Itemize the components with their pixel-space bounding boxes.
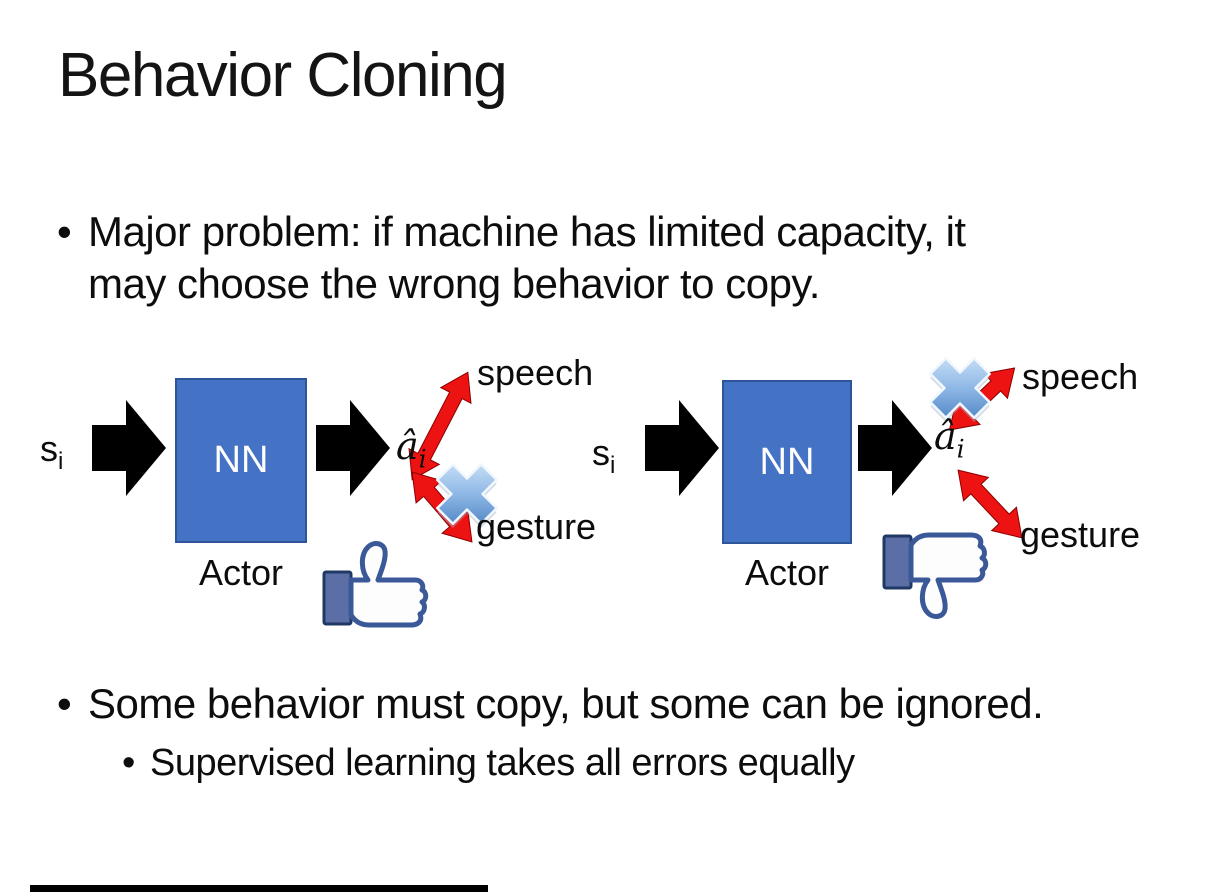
bullet-marker: • bbox=[57, 680, 72, 727]
action-label: âi bbox=[934, 414, 965, 464]
bullet-some-behavior: • Some behavior must copy, but some can … bbox=[57, 678, 1044, 730]
bullet-major-problem: • Major problem: if machine has limited … bbox=[57, 206, 966, 310]
nn-box: NN bbox=[175, 378, 307, 543]
thumbs-down-icon bbox=[882, 532, 989, 619]
state-label: si bbox=[40, 428, 63, 476]
bullet-text: Major problem: if machine has limited ca… bbox=[88, 206, 966, 310]
action-symbol: â bbox=[396, 424, 419, 468]
sub-bullet-supervised: • Supervised learning takes all errors e… bbox=[122, 740, 855, 786]
branch-label-speech: speech bbox=[1022, 356, 1139, 397]
branch-label-gesture: gesture bbox=[476, 506, 597, 547]
flow-arrow-icon bbox=[858, 400, 932, 496]
branch-label-gesture: gesture bbox=[1020, 514, 1141, 555]
branch-label-speech: speech bbox=[477, 352, 594, 393]
bullet-line-2: may choose the wrong behavior to copy. bbox=[88, 260, 820, 307]
action-label: âi bbox=[396, 424, 427, 474]
bullet-text: Supervised learning takes all errors equ… bbox=[150, 742, 855, 784]
flow-arrow-icon bbox=[645, 400, 719, 496]
bullet-marker: • bbox=[122, 742, 135, 784]
cross-icon bbox=[929, 357, 991, 422]
double-arrow-speech-icon bbox=[408, 371, 472, 481]
nn-box-label: NN bbox=[759, 440, 815, 483]
thumbs-up-icon bbox=[322, 541, 429, 628]
state-subscript: i bbox=[58, 448, 64, 476]
action-subscript: i bbox=[956, 434, 965, 464]
bullet-line-1: Major problem: if machine has limited ca… bbox=[88, 208, 966, 255]
state-symbol: s bbox=[40, 428, 58, 469]
nn-box-label: NN bbox=[213, 439, 269, 481]
action-subscript: i bbox=[418, 444, 427, 474]
double-arrow-gesture-icon bbox=[957, 469, 1023, 539]
actor-label: Actor bbox=[744, 552, 830, 593]
nn-box: NN bbox=[722, 380, 852, 544]
flow-arrow-icon bbox=[92, 400, 166, 496]
actor-label: Actor bbox=[198, 552, 284, 593]
state-label: si bbox=[592, 432, 615, 480]
cross-icon bbox=[436, 463, 498, 528]
bullet-text: Some behavior must copy, but some can be… bbox=[88, 680, 1044, 727]
flow-arrow-icon bbox=[316, 400, 390, 496]
cropped-text-bar bbox=[30, 885, 488, 892]
state-subscript: i bbox=[610, 452, 616, 480]
slide-title: Behavior Cloning bbox=[58, 41, 508, 110]
bullet-marker: • bbox=[57, 208, 72, 255]
state-symbol: s bbox=[592, 432, 610, 473]
action-symbol: â bbox=[934, 414, 957, 458]
